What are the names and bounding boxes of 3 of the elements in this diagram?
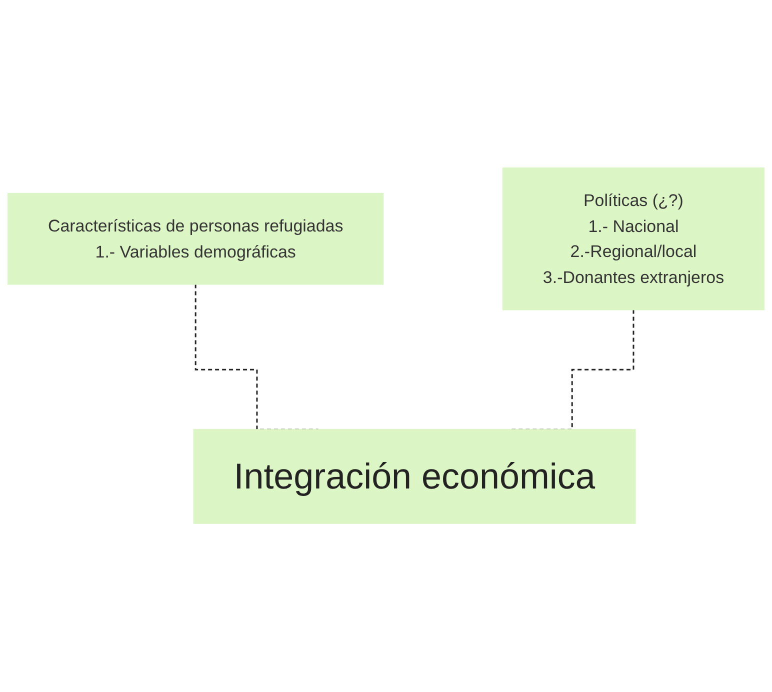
node-box: Integración económica: [193, 429, 636, 524]
node-box: Políticas (¿?) 1.- Nacional 2.-Regional/local 3.-Donantes extranjeros: [502, 168, 764, 311]
node-box: Características de personas refugiadas 1.- Variables demográficas: [8, 193, 384, 286]
